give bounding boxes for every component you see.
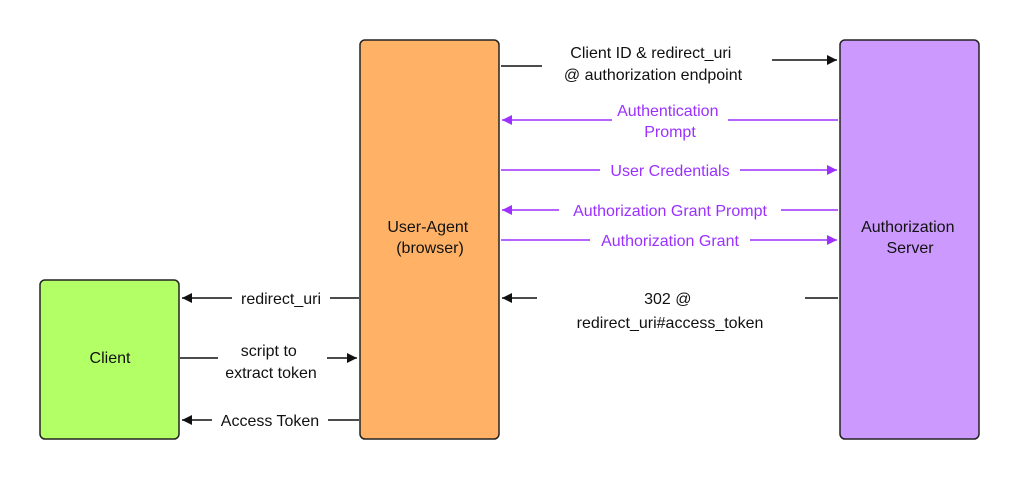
edge-script: script to extract token bbox=[180, 343, 357, 382]
edge-grant-label: Authorization Grant bbox=[601, 233, 739, 250]
user-agent-box bbox=[359, 39, 500, 440]
edge-client-id-label: Client ID & redirect_uri @ authorization… bbox=[564, 45, 743, 84]
client-box bbox=[39, 279, 180, 440]
edge-grant: Authorization Grant bbox=[501, 233, 837, 250]
user-agent-label: User-Agent (browser) bbox=[387, 219, 472, 257]
edge-grant-prompt: Authorization Grant Prompt bbox=[502, 203, 838, 220]
edge-script-label: script to extract token bbox=[225, 343, 317, 382]
edge-auth-prompt: Authentication Prompt bbox=[502, 103, 838, 141]
edge-redirect-uri-label: redirect_uri bbox=[241, 291, 321, 308]
edge-access-token: Access Token bbox=[182, 413, 359, 430]
user-agent-node: User-Agent (browser) bbox=[359, 39, 500, 440]
auth-server-label: Authorization Server bbox=[861, 219, 959, 257]
edge-client-id: Client ID & redirect_uri @ authorization… bbox=[501, 45, 837, 84]
edge-user-credentials-label: User Credentials bbox=[610, 163, 729, 180]
edge-redirect-302: 302 @ redirect_uri#access_token bbox=[502, 291, 838, 332]
auth-server-box bbox=[839, 39, 980, 440]
edge-user-credentials: User Credentials bbox=[501, 163, 837, 180]
edge-access-token-label: Access Token bbox=[221, 413, 319, 430]
client-node: Client bbox=[39, 279, 180, 440]
auth-server-node: Authorization Server bbox=[839, 39, 980, 440]
edge-redirect-uri: redirect_uri bbox=[182, 291, 359, 308]
edge-auth-prompt-label: Authentication Prompt bbox=[617, 103, 723, 141]
edge-redirect-302-label: 302 @ redirect_uri#access_token bbox=[577, 291, 764, 332]
client-label: Client bbox=[90, 350, 131, 367]
edge-grant-prompt-label: Authorization Grant Prompt bbox=[573, 203, 767, 220]
